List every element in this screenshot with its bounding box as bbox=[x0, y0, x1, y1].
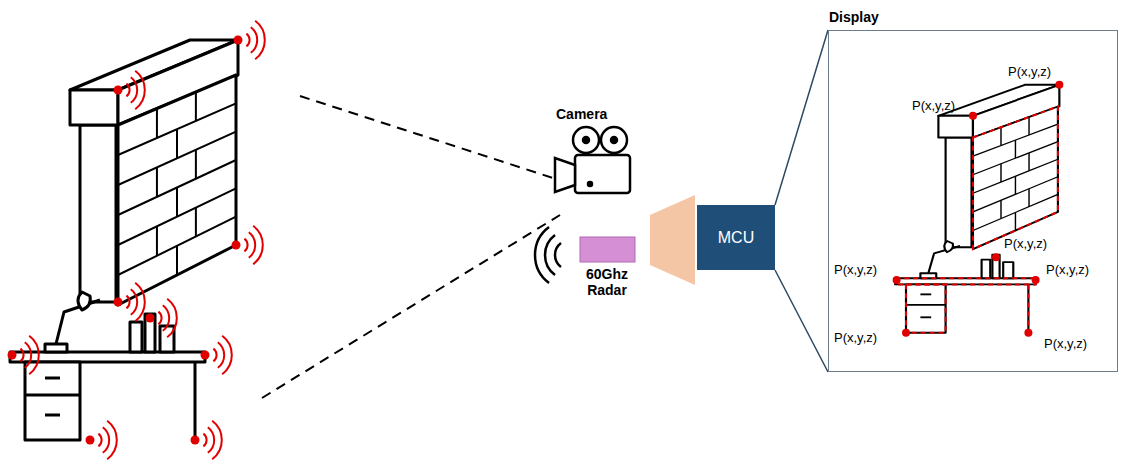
point-label: P(x,y,z) bbox=[1004, 236, 1047, 251]
mcu-box: MCU bbox=[697, 205, 775, 270]
point-label: P(x,y,z) bbox=[834, 330, 877, 345]
display-panel: Display bbox=[828, 30, 1118, 372]
device-label: 60Ghz Radar bbox=[572, 266, 642, 298]
point-label: P(x,y,z) bbox=[834, 262, 877, 277]
point-label: P(x,y,z) bbox=[1046, 262, 1089, 277]
box-label: MCU bbox=[718, 229, 754, 247]
point-label: P(x,y,z) bbox=[912, 98, 955, 113]
device-label: Camera bbox=[556, 106, 607, 122]
panel-heading: Display bbox=[829, 9, 879, 25]
zoom-connector bbox=[775, 30, 828, 372]
point-label: P(x,y,z) bbox=[1044, 336, 1087, 351]
point-label: P(x,y,z) bbox=[1008, 64, 1051, 79]
